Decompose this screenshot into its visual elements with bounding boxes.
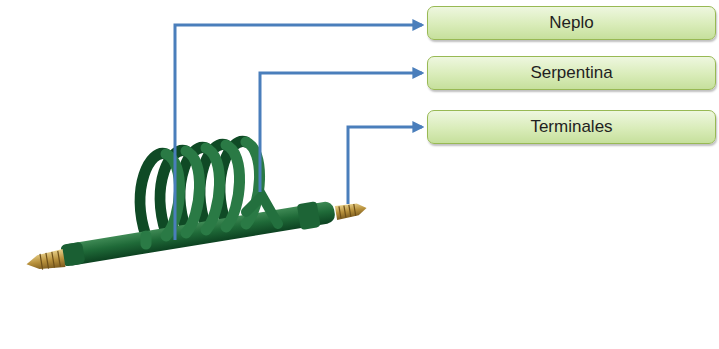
right-terminal [335,201,368,220]
leader-line [348,127,422,204]
terminal-ridge [40,254,43,270]
terminal-ridge [58,251,61,267]
coil-arm [246,196,278,224]
coil-back [140,141,246,236]
terminal-ridge [344,206,346,218]
leader-line [175,25,422,240]
coil-arm [141,236,152,244]
label-box: Terminales [427,110,716,144]
leader-line [260,73,422,192]
left-terminal [25,249,65,273]
part-name: Neplo [549,13,593,33]
part-name: Serpentina [530,63,612,83]
coil-winding [206,148,220,230]
coil-front [146,142,260,244]
terminal-ridge [354,204,356,216]
coil-winding [166,154,180,236]
terminal-ridge [46,253,49,269]
terminal-ridge [52,252,55,268]
part-name: Terminales [530,117,612,137]
label-box: Serpentina [427,56,716,90]
terminal-ridge [349,205,351,217]
coil-winding [226,145,240,227]
coil-winding [186,151,200,233]
terminal-ridge [339,206,341,218]
label-box: Neplo [427,6,716,40]
